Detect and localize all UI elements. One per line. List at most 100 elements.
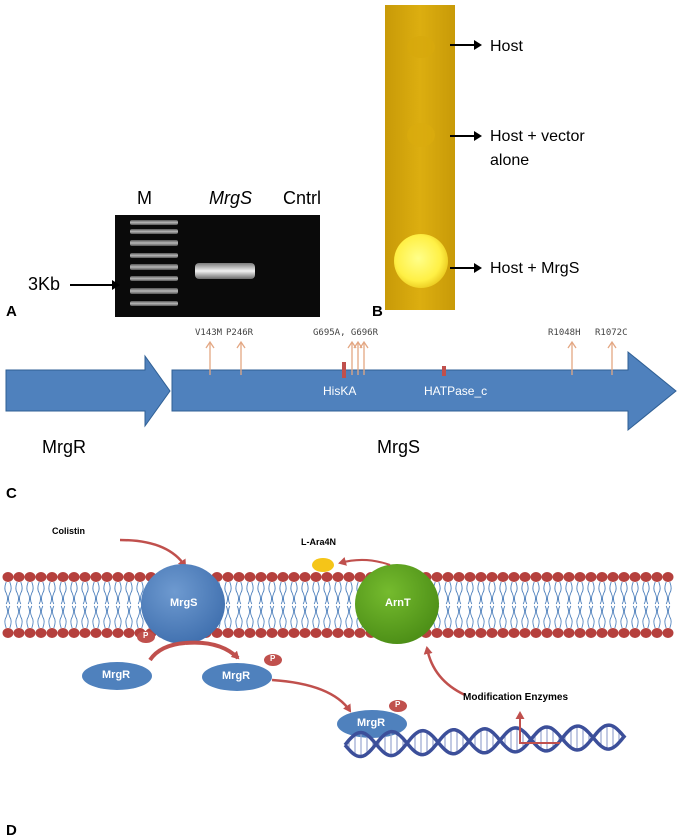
lipid-head [24,572,36,582]
domain-label-hiska: HisKA [323,384,357,398]
lipid-tail [103,605,107,629]
lipid-head [101,628,113,638]
lipid-tail [598,581,602,605]
lipid-tail [290,605,294,629]
lipid-tail [624,581,628,605]
lipid-tail [316,605,320,629]
lipid-tail [576,605,580,629]
lipid-tail [85,605,89,629]
lipid-tail [444,605,448,629]
lipid-tail [664,581,668,605]
lipid-tail [565,605,569,629]
lipid-tail [510,605,514,629]
lipid-tail [272,581,276,605]
lipid-tail [239,581,243,605]
lipid-tail [8,605,12,629]
lipid-head [431,628,443,638]
row-label-vector-line2: alone [490,152,530,169]
lipid-tail [620,581,624,605]
lipid-head [321,572,333,582]
lipid-tail [327,605,331,629]
lipid-head [475,572,487,582]
lipid-head [354,628,366,638]
panel-letter-d: D [6,822,17,839]
dna-strand [343,724,627,759]
lipid-tail [624,605,628,629]
lipid-head [266,572,278,582]
lipid-tail [569,581,573,605]
lipid-tail [470,605,474,629]
lipid-head [57,628,69,638]
phosphotransfer-arrow-2 [184,640,240,660]
lipid-tail [613,605,617,629]
lipid-head [332,628,344,638]
lipid-tail [488,605,492,629]
mrgr-phosphate-label-1: P [270,654,276,663]
lipid-head [57,572,69,582]
host-colony [407,36,435,58]
lipid-tail [488,581,492,605]
lipid-head [629,572,641,582]
lipid-tail [558,581,562,605]
lipid-tail [4,605,8,629]
lipid-head [244,572,256,582]
lipid-head [508,628,520,638]
lipid-head [222,572,234,582]
binding-arrow [271,678,352,713]
lipid-tail [323,605,327,629]
lipid-tail [279,605,283,629]
mrgs-phosphate-label: P [143,631,149,640]
lipid-tail [532,605,536,629]
lipid-tail [620,605,624,629]
lipid-tail [107,605,111,629]
colistin-arrow [119,538,187,568]
lipid-tail [114,605,118,629]
lipid-tail [283,605,287,629]
lipid-tail [466,581,470,605]
lipid-tail [30,581,34,605]
lipid-tail [338,581,342,605]
lipid-tail [125,581,129,605]
lipid-tail [107,581,111,605]
lipid-tail [228,605,232,629]
mrgs-label: MrgS [170,597,198,609]
row-label-mrgs: Host + MrgS [490,260,580,277]
lipid-head [299,572,311,582]
lipid-tail [239,605,243,629]
lipid-tail [257,581,261,605]
lipid-tail [635,581,639,605]
lipid-tail [503,581,507,605]
lipid-tail [547,581,551,605]
row-label-host: Host [490,38,523,55]
lipid-head [618,628,630,638]
lipid-tail [261,605,265,629]
lipid-tail [470,581,474,605]
lipid-tail [305,605,309,629]
l-ara4n-label: L-Ara4N [301,537,337,547]
mrgs-gene-arrow [171,350,677,432]
lipid-tail [536,581,540,605]
lipid-tail [499,605,503,629]
lipid-tail [481,581,485,605]
lipid-head [442,572,454,582]
lipid-head [464,628,476,638]
domain-label-hatpase: HATPase_c [424,384,488,398]
lipid-head [530,628,542,638]
lipid-tail [657,581,661,605]
lipid-head [112,628,124,638]
lipid-head [464,572,476,582]
lipid-tail [514,581,518,605]
lipid-tail [228,581,232,605]
lipid-tail [114,581,118,605]
lipid-head [310,572,322,582]
lipid-head [35,628,47,638]
lipid-tail [103,581,107,605]
lipid-tail [521,581,525,605]
lipid-head [277,628,289,638]
lipid-head [134,572,146,582]
lipid-tail [81,605,85,629]
lipid-tail [250,581,254,605]
